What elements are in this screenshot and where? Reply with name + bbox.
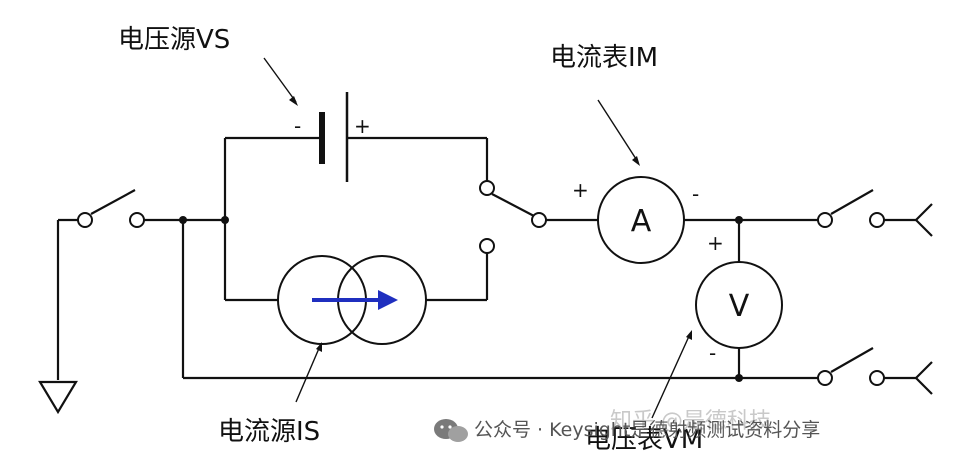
ammeter-label: 电流表IM	[550, 43, 658, 73]
probe-icon	[884, 203, 933, 237]
voltmeter-minus-sign: -	[709, 341, 716, 365]
ammeter-plus-sign: +	[572, 178, 589, 202]
battery-minus-sign: -	[294, 114, 301, 138]
battery-plus-sign: +	[354, 114, 371, 138]
wechat-icon	[434, 419, 468, 442]
ammeter-minus-sign: -	[692, 182, 699, 206]
voltmeter-label: 电压表VM	[585, 425, 703, 455]
voltage-source-label: 电压源VS	[118, 25, 230, 55]
output-switch-bottom	[817, 347, 885, 386]
watermark-text: 公众号 · Keysight是德射频测试资料分享	[474, 419, 820, 441]
ground-icon	[38, 220, 78, 415]
voltmeter-plus-sign: +	[707, 231, 724, 255]
junction-dot	[735, 374, 743, 382]
current-source-label: 电流源IS	[218, 417, 320, 447]
pointer-arrow	[651, 330, 692, 419]
pointer-arrow	[597, 99, 640, 166]
source-selector-switch	[479, 180, 547, 254]
input-switch	[77, 189, 145, 228]
output-switch-top	[817, 189, 885, 228]
pointer-arrow	[263, 57, 298, 106]
probe-icon	[884, 361, 933, 395]
ammeter-symbol: A	[631, 204, 652, 239]
voltmeter-symbol: V	[729, 289, 750, 324]
pointer-arrow	[295, 342, 322, 403]
ammeter-icon: A	[597, 176, 685, 264]
battery-icon	[319, 92, 349, 182]
current-source-icon	[277, 255, 427, 345]
voltmeter-icon: V	[695, 261, 783, 349]
watermark-faint: 知乎 @是德科技	[610, 409, 771, 434]
